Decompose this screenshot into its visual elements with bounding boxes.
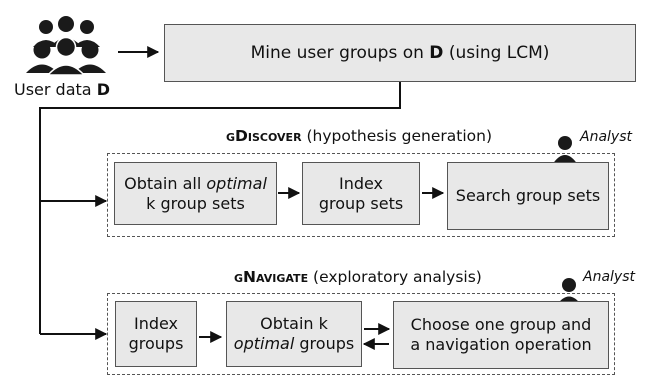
gdiscover-step-search: Search group sets	[447, 162, 609, 230]
gdiscover-step-obtain: Obtain all optimal k group sets	[114, 162, 277, 225]
gdiscover-desc: (hypothesis generation)	[306, 127, 493, 145]
dataset-symbol: D	[96, 80, 110, 99]
gn-step2-line2: groups	[299, 334, 355, 353]
gnavigate-desc: (exploratory analysis)	[313, 268, 482, 286]
gnavigate-analyst-label: Analyst	[583, 269, 635, 285]
gd-step2-line2: group sets	[318, 193, 404, 213]
user-data-label: User data D	[14, 80, 110, 99]
gdiscover-step-index: Index group sets	[302, 162, 420, 225]
gd-step1-text: Obtain all	[124, 173, 202, 193]
gn-step3-line1: Choose one group and	[410, 315, 592, 335]
gdiscover-name: gDiscover	[226, 127, 302, 145]
gn-step1-line2: groups	[128, 334, 184, 353]
gnavigate-step-obtain: Obtain k optimal groups	[226, 301, 362, 367]
gnavigate-title: gNavigate (exploratory analysis)	[234, 268, 482, 286]
gd-step2-line1: Index	[338, 173, 384, 193]
mine-groups-box: Mine user groups on D (using LCM)	[164, 24, 636, 82]
gd-step1-line2: k group sets	[146, 193, 245, 213]
gn-step2-emphasis: optimal	[233, 334, 295, 353]
gnavigate-name: gNavigate	[234, 268, 309, 286]
gd-step1-emphasis: optimal	[206, 173, 267, 193]
mine-dataset-symbol: D	[429, 42, 444, 63]
user-group-icon	[26, 16, 106, 76]
user-data-text: User data	[14, 80, 92, 99]
gnavigate-container	[107, 293, 615, 375]
trunk-line	[39, 82, 401, 334]
gnavigate-step-index: Index groups	[115, 301, 197, 367]
mine-text-pre: Mine user groups on	[250, 42, 424, 63]
gd-step3-label: Search group sets	[455, 186, 601, 206]
gn-step1-line1: Index	[133, 314, 179, 334]
gnavigate-step-choose: Choose one group and a navigation operat…	[393, 301, 609, 369]
mine-text-post: (using LCM)	[448, 42, 550, 63]
gdiscover-analyst-label: Analyst	[580, 129, 632, 145]
gn-step3-line2: a navigation operation	[410, 335, 592, 354]
gdiscover-container	[107, 153, 615, 237]
gn-step2-line1: Obtain k	[260, 314, 328, 334]
gdiscover-title: gDiscover (hypothesis generation)	[226, 127, 492, 145]
